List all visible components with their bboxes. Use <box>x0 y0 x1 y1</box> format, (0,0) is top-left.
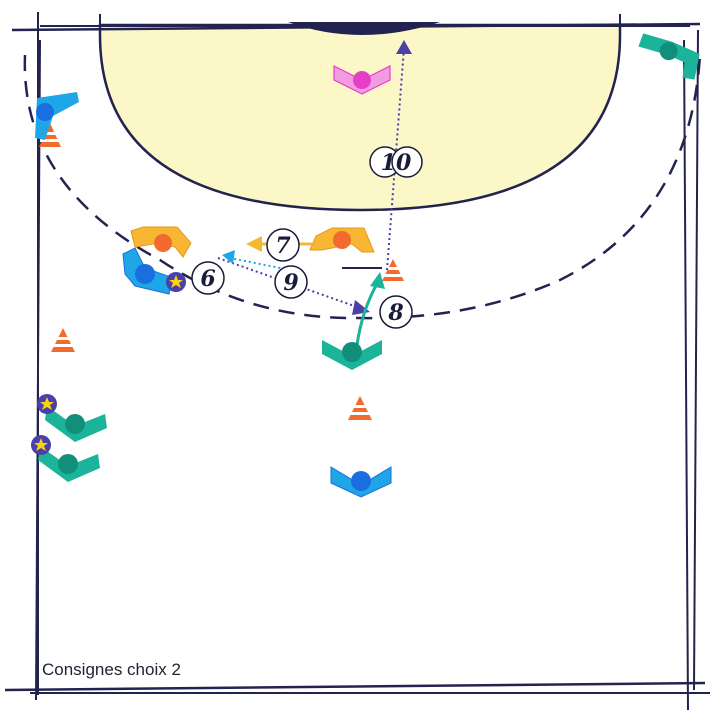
arrow-6-head <box>222 250 235 264</box>
court-left-line-2 <box>35 39 41 701</box>
player-blue-bottom <box>330 466 392 498</box>
player-orange-center <box>309 227 375 253</box>
player-blue-left-wing <box>35 92 79 140</box>
label-6: 6 <box>191 261 225 295</box>
player-teal-left-1 <box>45 406 107 442</box>
cone-center <box>348 396 372 420</box>
label-8: 8 <box>379 295 413 329</box>
player-goalkeeper <box>333 65 391 95</box>
court-right-line-2 <box>693 29 699 691</box>
arrow-8-run <box>355 281 380 346</box>
ball-blue-left-back <box>166 272 186 292</box>
court-bottom-line <box>4 681 706 692</box>
cone-left-top <box>39 123 61 147</box>
ball-teal-left-2 <box>31 435 51 455</box>
goal <box>288 22 440 35</box>
arrow-10-head <box>396 40 412 54</box>
cone-left-mid <box>51 328 75 352</box>
player-blue-left-back <box>122 247 174 295</box>
label-9-text: 9 <box>283 270 298 296</box>
player-teal-left-2 <box>38 446 100 482</box>
player-teal-right-corner <box>638 33 700 80</box>
free-throw-line <box>23 54 702 320</box>
player-orange-left <box>130 226 192 258</box>
label-10-text: 10 <box>381 150 412 176</box>
label-10: 10 <box>369 146 423 178</box>
label-9: 9 <box>274 265 308 299</box>
label-7: 7 <box>266 228 300 262</box>
diagram-caption: Consignes choix 2 <box>42 660 181 679</box>
court-right-line <box>683 39 689 711</box>
arrow-6-pass <box>229 257 291 271</box>
label-8-text: 8 <box>387 300 403 326</box>
label-7-text: 7 <box>275 233 291 259</box>
arrow-7-head <box>246 236 262 252</box>
ball-teal-left-1 <box>37 394 57 414</box>
cone-near-line <box>382 259 404 281</box>
label-6-text: 6 <box>200 266 215 292</box>
arrow-8-head <box>370 272 385 289</box>
player-teal-center <box>322 340 382 370</box>
goal-area <box>98 23 622 212</box>
